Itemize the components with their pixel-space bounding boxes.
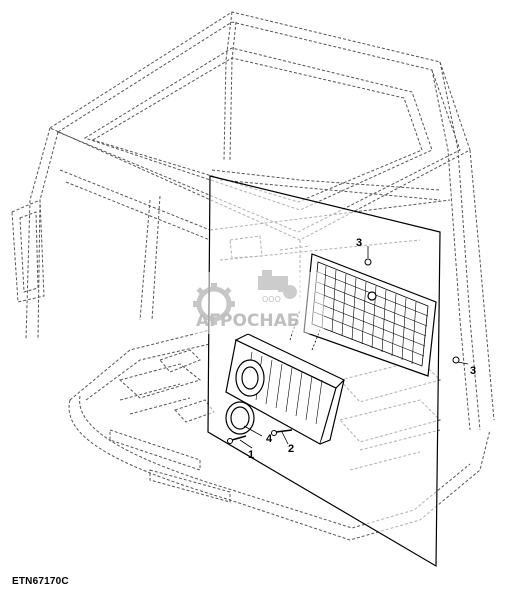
callout-4: 4	[266, 433, 273, 445]
callout-1: 1	[248, 449, 254, 461]
callout-2: 2	[288, 443, 294, 455]
gear-teeth	[193, 283, 235, 325]
watermark-brand: АГРОСНАБ	[196, 311, 300, 331]
figure-code: ETN67170C	[12, 576, 69, 587]
seal-ring	[225, 401, 255, 435]
watermark-logo: ООО АГРОСНАБ	[190, 270, 324, 334]
fasteners	[227, 258, 460, 444]
callouts: 1 2 3 3 4	[248, 237, 476, 461]
filter-element	[225, 333, 346, 445]
callout-3b: 3	[470, 365, 476, 377]
tractor-icon	[258, 270, 297, 299]
watermark-prefix: ООО	[262, 295, 281, 304]
callout-3a: 3	[356, 237, 362, 249]
